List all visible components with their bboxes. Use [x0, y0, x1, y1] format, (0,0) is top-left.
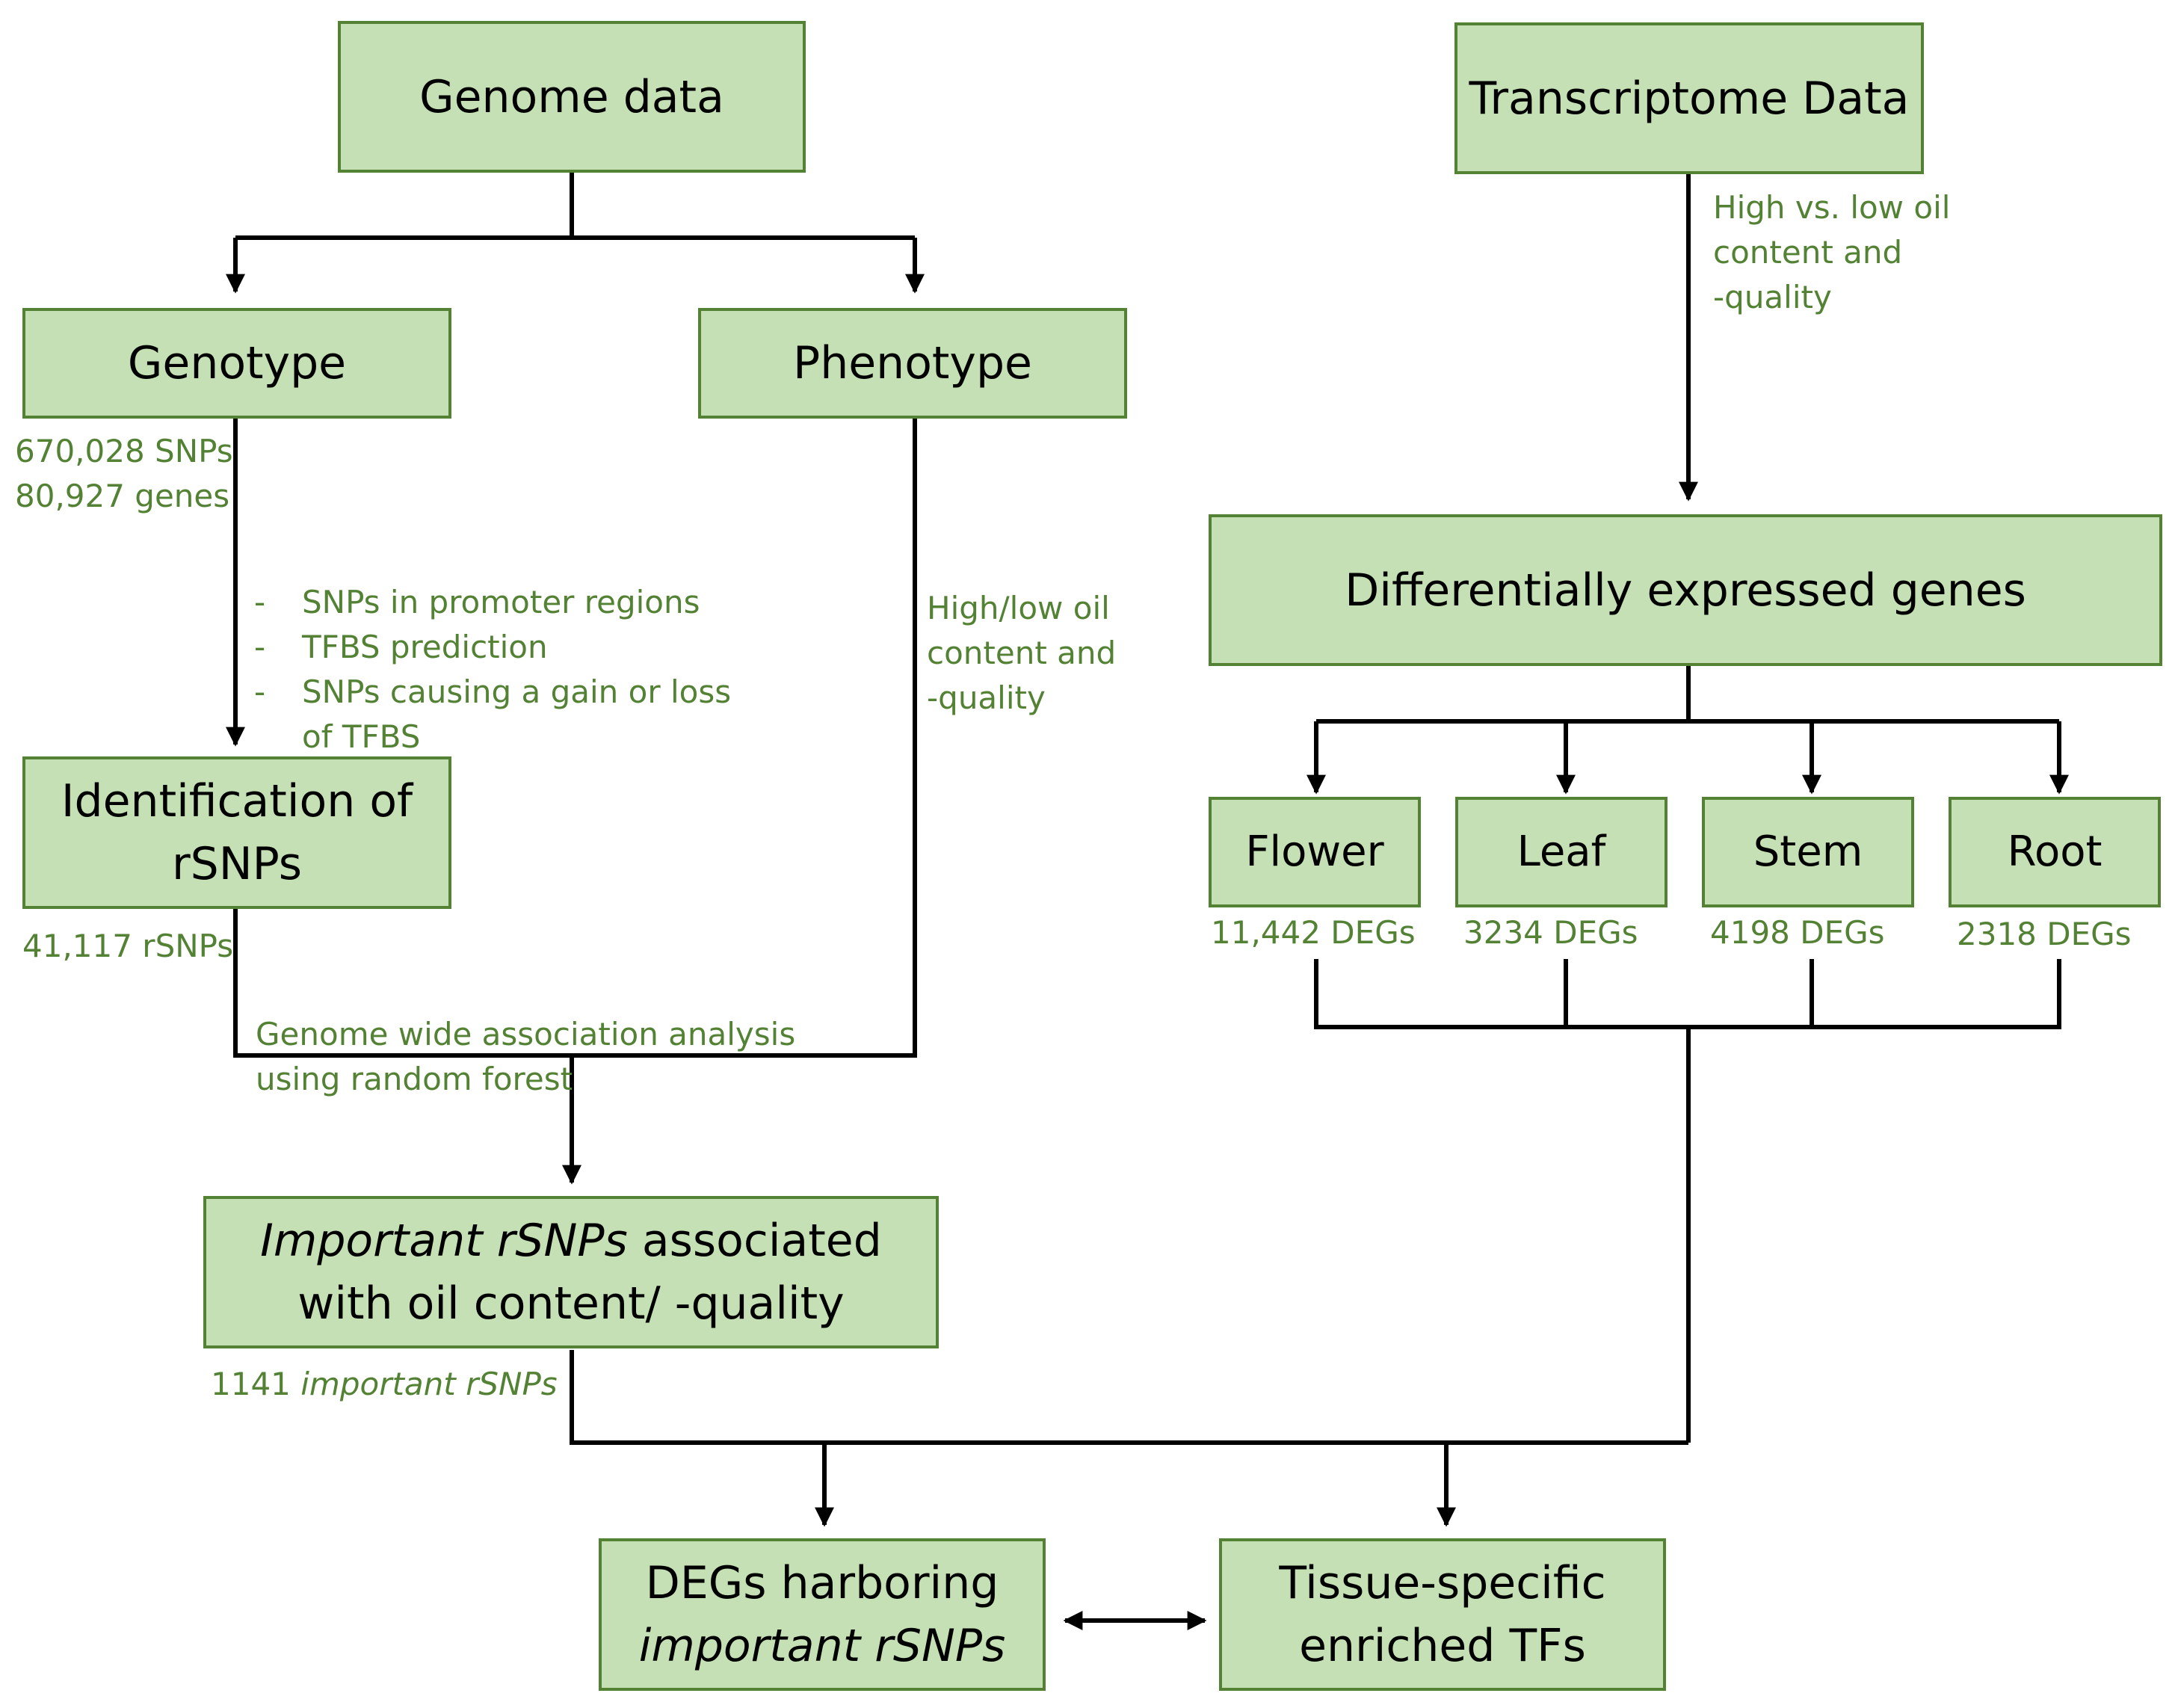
gwas-annotation-line2: using random forest [256, 1061, 573, 1097]
degs-harboring-line1: DEGs harboring [645, 1557, 999, 1609]
filter-step-continuation: of TFBS [302, 718, 421, 755]
transcriptome-annotation: High vs. low oil content and -quality [1713, 185, 1950, 320]
stem-degs-count: 4198 DEGs [1710, 914, 1885, 951]
leaf-label: Leaf [1517, 827, 1606, 876]
genotype-counts: 670,028 SNPs 80,927 genes [15, 429, 233, 519]
flower-degs-count: 11,442 DEGs [1211, 914, 1416, 951]
flower-label: Flower [1245, 827, 1384, 876]
important-rsnps-line2: with oil content/ -quality [297, 1277, 845, 1330]
phenotype-annotation-line2: content and [927, 635, 1117, 671]
transcriptome-annotation-line2: content and [1713, 234, 1903, 271]
root-degs-count: 2318 DEGs [1957, 916, 2132, 952]
genotype-label: Genotype [127, 337, 347, 389]
degs-split-connector [1316, 665, 2059, 724]
genome-data-label: Genome data [419, 70, 724, 123]
transcriptome-annotation-line3: -quality [1713, 279, 1832, 315]
identification-label-line2: rSNPs [171, 838, 303, 890]
degs-harboring-line2: important rSNPs [638, 1620, 1006, 1672]
phenotype-annotation-line3: -quality [927, 679, 1046, 716]
phenotype-annotation-line1: High/low oil [927, 590, 1110, 626]
important-rsnps-count: 1141 important rSNPs [211, 1362, 558, 1407]
tissue-specific-line1: Tissue-specific [1279, 1557, 1606, 1609]
flower-box: Flower [1209, 797, 1421, 907]
important-rsnps-rest: associated [627, 1215, 882, 1267]
identification-rsnps-box: Identification of rSNPs [22, 756, 451, 909]
genome-data-box: Genome data [338, 21, 806, 173]
genome-split-connector [235, 172, 915, 240]
important-rsnps-box: Important rSNPs associated with oil cont… [203, 1196, 939, 1348]
leaf-degs-count: 3234 DEGs [1463, 914, 1638, 951]
transcriptome-annotation-line1: High vs. low oil [1713, 189, 1951, 226]
transcriptome-data-box: Transcriptome Data [1454, 22, 1924, 174]
degs-harboring-box: DEGs harboring important rSNPs [599, 1538, 1046, 1691]
snps-count: 670,028 SNPs [15, 433, 233, 469]
genes-count: 80,927 genes [15, 478, 230, 514]
identification-label-line1: Identification of [61, 775, 413, 827]
filter-step: -SNPs in promoter regions [254, 584, 700, 620]
root-label: Root [2007, 827, 2102, 876]
phenotype-annotation: High/low oil content and -quality [927, 586, 1116, 721]
stem-label: Stem [1753, 827, 1863, 876]
important-count-label: important rSNPs [300, 1366, 558, 1402]
gwas-annotation: Genome wide association analysis using r… [256, 1012, 795, 1102]
tissue-specific-line2: enriched TFs [1299, 1620, 1586, 1672]
important-count-number: 1141 [211, 1366, 301, 1402]
filter-steps-list: -SNPs in promoter regions -TFBS predicti… [254, 580, 731, 759]
stem-box: Stem [1702, 797, 1914, 907]
final-merge-connector [570, 1350, 1688, 1445]
filter-step: -TFBS prediction [254, 629, 548, 665]
gwas-annotation-line1: Genome wide association analysis [256, 1016, 796, 1052]
leaf-box: Leaf [1455, 797, 1668, 907]
phenotype-label: Phenotype [793, 337, 1032, 389]
gwas-merge-connector [233, 417, 917, 1058]
root-box: Root [1949, 797, 2161, 907]
filter-step: -SNPs causing a gain or loss [254, 673, 732, 710]
important-rsnps-line1: Important rSNPs associated [260, 1209, 882, 1272]
tissue-specific-tfs-box: Tissue-specific enriched TFs [1219, 1538, 1666, 1691]
tissue-merge-connector [1314, 959, 2061, 1443]
degs-label: Differentially expressed genes [1345, 564, 2026, 617]
important-rsnps-italic: Important rSNPs [260, 1215, 628, 1267]
genotype-box: Genotype [22, 308, 451, 419]
phenotype-box: Phenotype [698, 308, 1127, 419]
differentially-expressed-genes-box: Differentially expressed genes [1209, 514, 2162, 666]
transcriptome-data-label: Transcriptome Data [1469, 72, 1910, 125]
rsnps-count: 41,117 rSNPs [22, 928, 234, 964]
